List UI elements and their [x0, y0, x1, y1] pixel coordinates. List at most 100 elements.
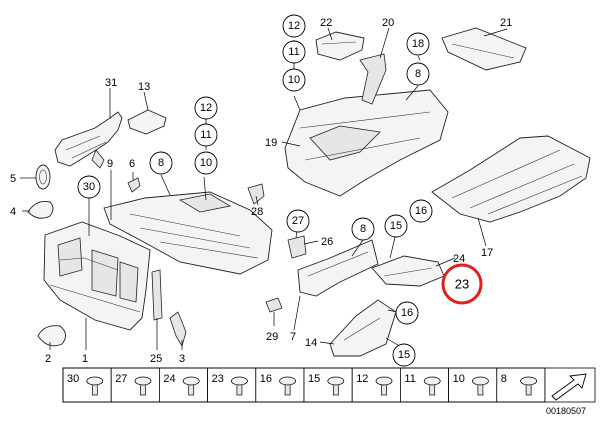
fastener-icon — [472, 376, 489, 396]
legend-cell-16: 16 — [255, 367, 305, 403]
diagram-id: 00180507 — [546, 406, 586, 416]
legend-cell-27: 27 — [110, 367, 160, 403]
legend-number: 12 — [356, 373, 368, 385]
callout-11-top: 11 — [282, 40, 306, 64]
legend-cell-15: 15 — [303, 367, 353, 403]
pad-part-4 — [27, 201, 54, 219]
label-29: 29 — [266, 331, 278, 343]
legend-cell-11: 11 — [399, 367, 449, 403]
svg-text:27: 27 — [292, 215, 304, 227]
callout-23-highlight: 23 — [441, 263, 483, 305]
legend-cell-24: 24 — [158, 367, 208, 403]
label-4: 4 — [10, 206, 16, 218]
callouts: 12 11 10 18 8 12 11 10 8 30 27 8 15 16 1… — [10, 14, 512, 367]
ring-part-5 — [35, 164, 51, 190]
fastener-icon — [231, 376, 248, 396]
callout-8-top: 8 — [406, 62, 430, 86]
cover-part-22 — [315, 31, 365, 61]
svg-text:10: 10 — [288, 74, 300, 86]
label-25: 25 — [150, 353, 162, 365]
svg-text:23: 23 — [455, 277, 469, 292]
svg-text:16: 16 — [415, 205, 427, 217]
duct-part-14 — [329, 299, 397, 357]
clip-part-6 — [127, 177, 141, 193]
strut-part-20 — [359, 53, 387, 105]
label-5: 5 — [10, 173, 16, 185]
bracket-part-26 — [287, 235, 307, 259]
fastener-icon — [423, 376, 441, 396]
callout-12-mid: 12 — [194, 96, 218, 120]
svg-text:8: 8 — [415, 68, 421, 80]
arrow-icon — [551, 373, 587, 401]
callout-15-mid: 15 — [384, 214, 408, 238]
clip-part-29 — [265, 297, 283, 313]
label-2: 2 — [45, 353, 51, 365]
label-28: 28 — [251, 206, 263, 218]
legend-number: 10 — [453, 373, 465, 385]
fastener-icon — [520, 376, 538, 396]
svg-text:10: 10 — [200, 157, 212, 169]
label-26: 26 — [321, 236, 333, 248]
label-31: 31 — [105, 77, 117, 89]
label-14: 14 — [305, 337, 317, 349]
callout-15-low: 15 — [392, 343, 416, 367]
underfloor-panel-part-19 — [284, 89, 449, 197]
svg-text:11: 11 — [200, 129, 211, 141]
label-6: 6 — [129, 158, 135, 170]
label-13: 13 — [138, 81, 150, 93]
legend-cell-30: 30 — [62, 367, 112, 403]
fastener-icon — [279, 376, 297, 396]
svg-text:8: 8 — [158, 157, 164, 169]
callout-16-low: 16 — [395, 301, 419, 325]
callout-10-mid: 10 — [194, 151, 218, 175]
callout-27: 27 — [286, 209, 310, 233]
fastener-icon — [86, 376, 104, 396]
callout-16-mid: 16 — [409, 199, 433, 223]
legend-number: 15 — [308, 373, 320, 385]
cap-part-2 — [37, 325, 66, 347]
callout-18: 18 — [406, 32, 430, 56]
label-20: 20 — [382, 17, 394, 29]
legend-number: 8 — [501, 373, 507, 385]
legend-number: 23 — [212, 373, 224, 385]
fastener-icon — [134, 376, 152, 396]
underbody-panel-front — [103, 191, 273, 275]
svg-text:12: 12 — [200, 102, 212, 114]
fastener-icon — [182, 376, 200, 396]
svg-text:8: 8 — [360, 223, 366, 235]
svg-text:11: 11 — [288, 46, 299, 58]
svg-text:15: 15 — [390, 220, 402, 232]
label-7: 7 — [290, 331, 296, 343]
orientation-arrow-panel — [544, 367, 596, 403]
callout-12-top: 12 — [282, 14, 306, 38]
svg-text:16: 16 — [401, 307, 413, 319]
label-22: 22 — [320, 17, 332, 29]
bracket-part-31 — [54, 111, 123, 169]
underfloor-panel-part-17 — [431, 135, 591, 223]
legend-cell-12: 12 — [351, 367, 401, 403]
bracket-part-28 — [247, 183, 265, 205]
panel-part-21 — [441, 27, 527, 71]
legend-cell-23: 23 — [207, 367, 257, 403]
legend-number: 30 — [67, 373, 79, 385]
cover-part-13 — [127, 109, 167, 135]
label-21: 21 — [500, 17, 512, 29]
callout-8-right: 8 — [351, 217, 375, 241]
callout-8-left: 8 — [149, 151, 173, 175]
label-17: 17 — [481, 247, 493, 259]
fastener-icon — [375, 376, 393, 396]
label-19: 19 — [265, 137, 277, 149]
svg-text:18: 18 — [412, 38, 424, 50]
strut-part-25 — [151, 269, 163, 321]
legend-cell-8: 8 — [496, 367, 546, 403]
svg-text:30: 30 — [83, 181, 95, 193]
callout-10-top: 10 — [282, 68, 306, 92]
legend-number: 11 — [404, 373, 415, 385]
legend-number: 16 — [260, 373, 272, 385]
svg-text:15: 15 — [398, 349, 410, 361]
fastener-icon — [327, 376, 345, 396]
label-24: 24 — [453, 253, 465, 265]
bracket-part-3 — [169, 311, 187, 347]
